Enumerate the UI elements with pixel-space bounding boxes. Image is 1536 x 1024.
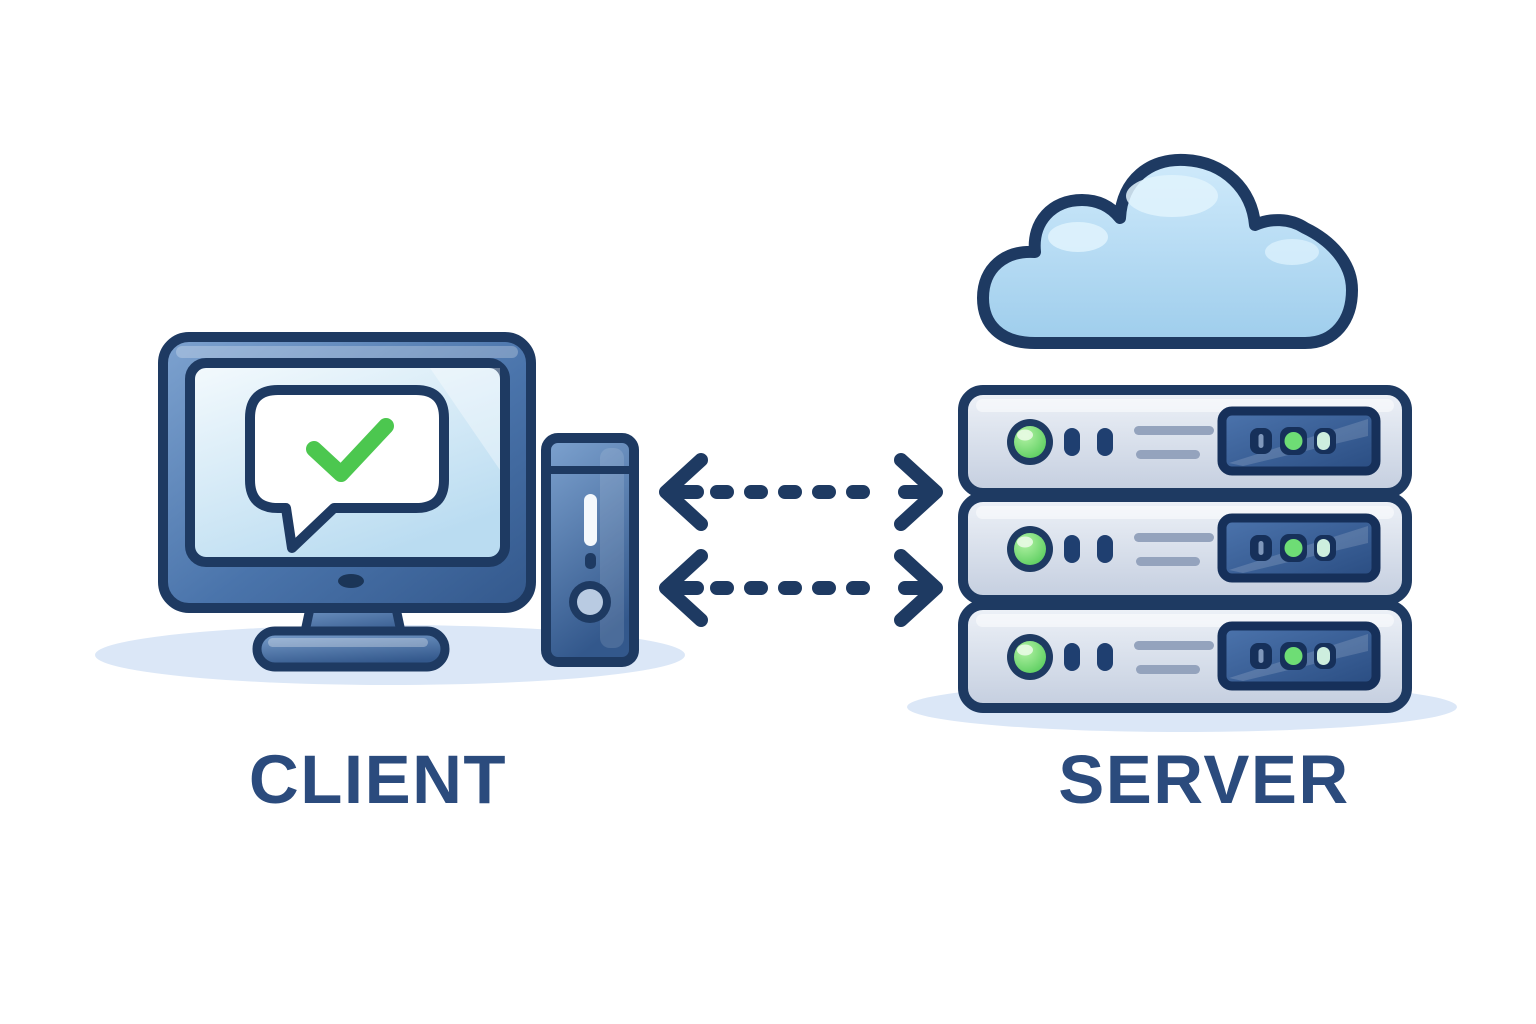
tower-pc-icon (541, 433, 639, 667)
monitor-power-dot (338, 574, 364, 588)
server-unit (963, 390, 1407, 493)
cloud-highlight (1265, 239, 1319, 265)
tower-power-button (577, 589, 603, 615)
cloud-highlight (1048, 222, 1108, 252)
tower-slot-light (584, 494, 597, 546)
server-unit (963, 497, 1407, 600)
bidirectional-arrow-icon (666, 460, 936, 524)
bidirectional-arrow-icon (666, 556, 936, 620)
checkmark-icon (306, 418, 394, 482)
server-rack-icon (963, 390, 1407, 708)
server-unit (963, 605, 1407, 708)
stand-base-highlight (268, 638, 428, 647)
server-node (963, 153, 1407, 708)
cloud-icon (977, 153, 1358, 349)
client-label: CLIENT (248, 741, 508, 818)
cloud-highlight (1126, 175, 1218, 217)
monitor-bezel-highlight (176, 346, 518, 358)
tower-slot-dark (585, 553, 596, 569)
screen-glare (430, 368, 500, 470)
client-server-connections (666, 460, 936, 620)
tower-body (541, 433, 639, 667)
client-computer-icon (158, 332, 639, 672)
monitor-stand-base (252, 626, 450, 672)
server-label: SERVER (1058, 741, 1350, 818)
